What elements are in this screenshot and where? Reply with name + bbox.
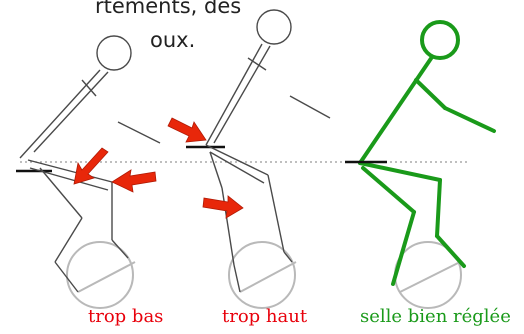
- shin-back: [39, 167, 83, 219]
- arm: [81, 79, 97, 97]
- arm: [414, 78, 447, 110]
- crank: [77, 261, 136, 293]
- thigh-lower: [209, 151, 265, 184]
- wheel: [66, 241, 134, 309]
- caption-line-2: oux.: [150, 28, 196, 52]
- figure-saddle-too-low: [16, 35, 161, 309]
- shin-back: [361, 166, 416, 214]
- shin-front: [435, 178, 442, 238]
- forearm: [443, 106, 496, 133]
- back-outline: [213, 45, 271, 144]
- foot-back: [54, 261, 79, 293]
- back: [19, 69, 101, 159]
- arrow-ankle-icon: [202, 195, 244, 219]
- head: [256, 9, 292, 45]
- back: [205, 43, 263, 146]
- arrows-too-low: [73, 147, 157, 193]
- forearm: [117, 121, 161, 144]
- shin-back-2: [54, 217, 83, 263]
- arrow-hip-icon: [111, 169, 157, 193]
- thigh: [205, 144, 269, 176]
- figure-saddle-correct: [345, 20, 496, 309]
- label-correct: selle bien réglée: [360, 306, 511, 327]
- shin-back-2: [391, 210, 416, 286]
- caption-text: rtements, des oux.: [0, 0, 241, 70]
- shin-back: [209, 151, 223, 189]
- forearm: [289, 95, 331, 119]
- figure-saddle-too-high: [186, 9, 331, 309]
- back: [358, 55, 434, 165]
- back-outline: [33, 71, 109, 153]
- head: [96, 35, 132, 71]
- shin-back-2: [221, 187, 235, 266]
- foot-front: [435, 234, 466, 268]
- shin-front: [267, 174, 285, 253]
- shin-front-2: [111, 239, 129, 259]
- caption-line-1: rtements, des: [95, 0, 242, 18]
- wheel: [228, 241, 296, 309]
- arrow-hip-icon: [167, 117, 207, 143]
- label-too-high: trop haut: [222, 306, 308, 327]
- crank: [399, 261, 461, 293]
- shin-front-2: [283, 251, 293, 263]
- arm: [247, 57, 267, 71]
- arrows-too-high: [167, 117, 244, 219]
- head: [420, 20, 460, 60]
- thigh: [358, 161, 442, 182]
- crank: [239, 261, 297, 293]
- thigh: [27, 159, 113, 183]
- foot-back: [233, 264, 241, 293]
- arrow-knee-icon: [73, 147, 109, 185]
- label-too-low: trop bas: [88, 306, 163, 327]
